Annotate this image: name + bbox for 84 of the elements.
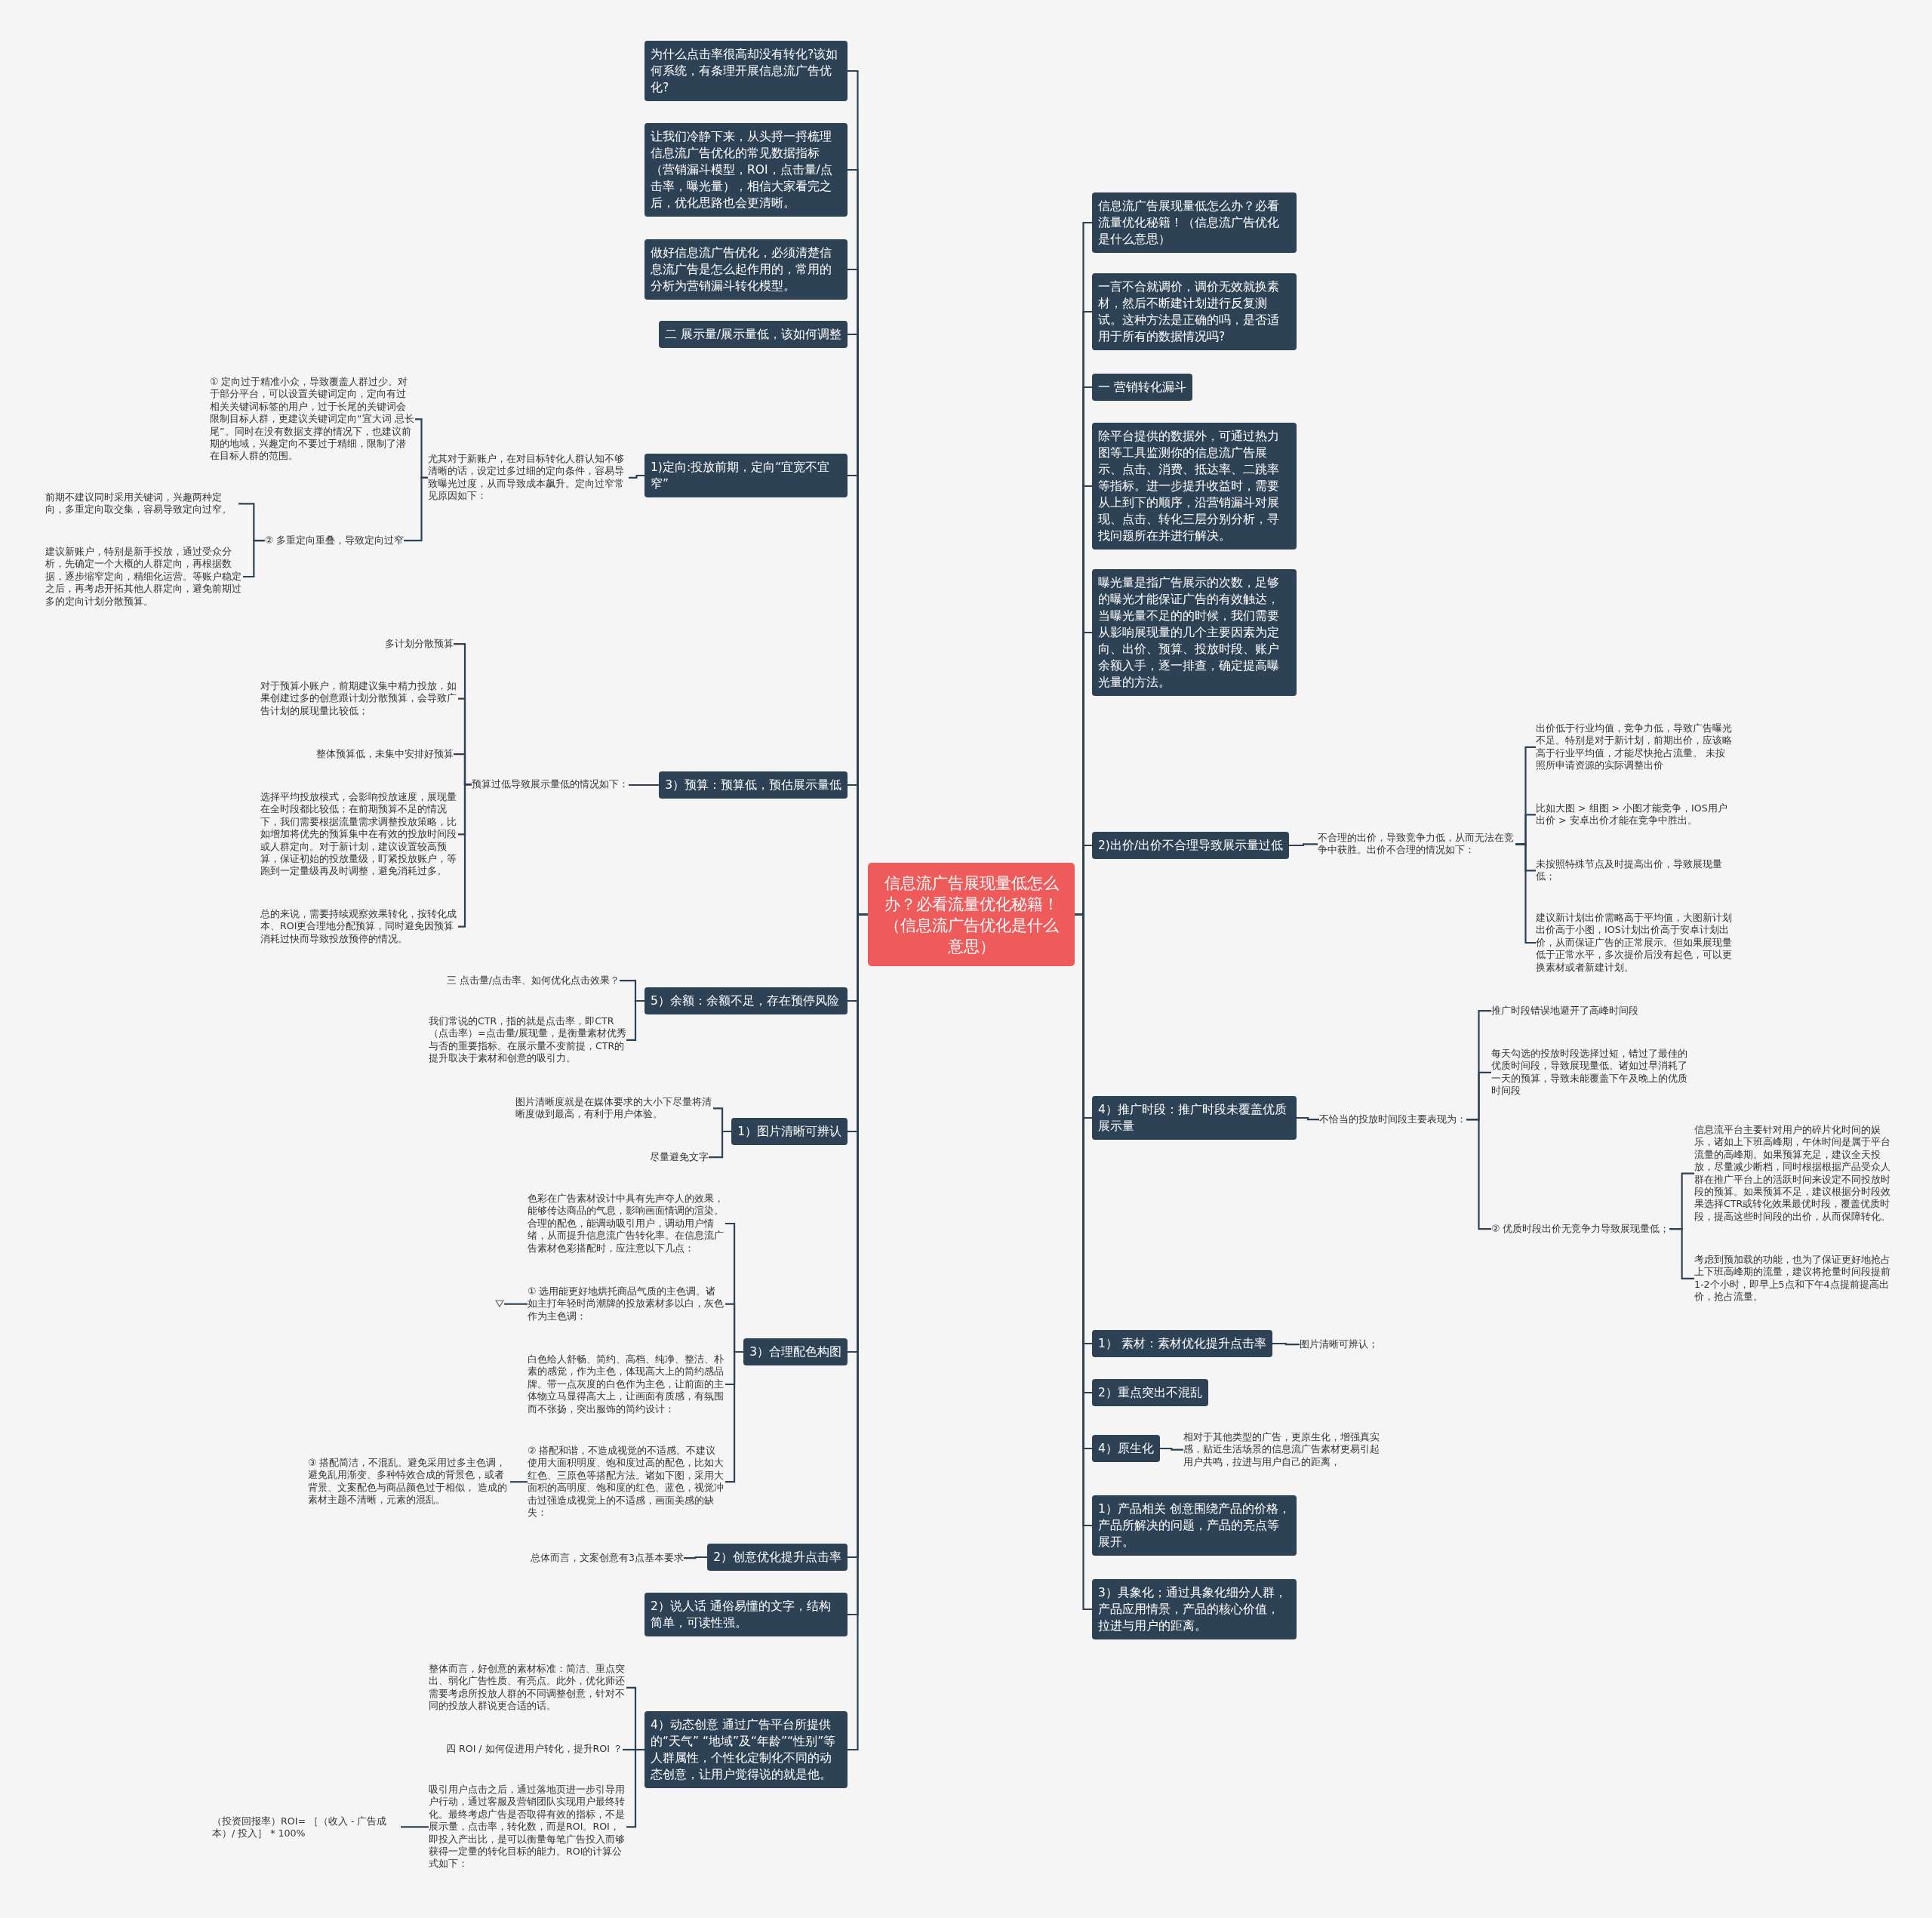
- topic-box: 一 营销转化漏斗: [1092, 374, 1192, 401]
- connector-line: [1297, 1116, 1319, 1121]
- note-text: ① 定向过于精准小众，导致覆盖人群过少。对于部分平台，可以设置关键词定向，定向有过相关关键词标签的用户，过于长尾的关键词会限制目标人群，更建议关键词定向“宜大词 忌长尾”。同时在没有数据支撑的情况下，也建议前期的地域，兴趣定向不要过于精细，限制了潜在目标人群的范围。: [210, 376, 415, 463]
- note-text: 尤其对于新账户，在对目标转化人群认知不够清晰的话，设定过多过细的定向条件，容易导致曝光过度，从而导致成本飙升。定向过窄常见原因如下：: [428, 453, 629, 503]
- note-text: 色彩在广告素材设计中具有先声夺人的效果，能够传达商品的气息，影响画面情调的渲染。合理的配色，能调动吸引用户，调动用户情绪，从而提升信息流广告转化率。在信息流广告素材色彩搭配时，应注意以下几点：: [528, 1193, 725, 1255]
- note-text: 比如大图 > 组图 > 小图才能竞争，IOS用户出价 > 安卓出价才能在竞争中胜出。: [1536, 802, 1734, 827]
- topic-box: 5）余额：余额不足，存在预停风险: [645, 987, 848, 1014]
- note-text: 四 ROI / 如何促进用户转化，提升ROI ？: [446, 1743, 623, 1756]
- topic-box: 3）预算：预算低，预估展示量低: [659, 771, 848, 799]
- topic-box: 除平台提供的数据外，可通过热力图等工具监测你的信息流广告展示、点击、消费、抵达率、二跳率等指标。进一步提升收益时，需要从上到下的顺序，沿营销漏斗对展现、点击、转化三层分别分析，寻找问题所在并进行解决。: [1092, 423, 1297, 550]
- topic-box: 1)定向:投放前期，定向“宜宽不宜窄”: [645, 454, 848, 497]
- note-text: 建议新计划出价需略高于平均值，大图新计划出价高于小图，IOS计划出价高于安卓计划出价，从而保证广告的正常展示。但如果展现量低于正常水平，多次提价后没有起色，可以更换素材或者新建计划。: [1536, 912, 1734, 974]
- note-text: 总体而言，文案创意有3点基本要求: [531, 1552, 684, 1565]
- note-text: 未按照特殊节点及时提高出价，导致展现量低；: [1536, 858, 1734, 883]
- note-text: 我们常说的CTR，指的就是点击率，即CTR（点击率）=点击量/展现量，是衡量素材优秀与否的重要指标。在展示量不变前提，CTR的提升取决于素材和创意的吸引力。: [429, 1015, 626, 1065]
- note-text: 图片清晰度就是在媒体要求的大小下尽量将清晰度做到最高，有利于用户体验。: [515, 1096, 713, 1121]
- topic-box: 3）具象化；通过具象化细分人群，产品应用情景，产品的核心价值，拉进与用户的距离。: [1092, 1579, 1297, 1639]
- topic-box: 2)出价/出价不合理导致展示量过低: [1092, 832, 1290, 859]
- topic-box: 1） 素材：素材优化提升点击率: [1092, 1330, 1272, 1357]
- connector-line: [1289, 843, 1318, 847]
- connector-line: [629, 784, 660, 787]
- connector-line: [629, 474, 645, 479]
- connector-line: [1515, 843, 1536, 944]
- note-text: 考虑到预加载的功能，也为了保证更好地抢占上下班高峰期的流量，建议将抢量时间段提前1-2个小时，即早上5点和下午4点提前提高出价，抢占流量。: [1694, 1254, 1892, 1304]
- connector-line: [626, 999, 645, 1041]
- note-text: 不合理的出价，导致竞争力低，从而无法在竞争中获胜。出价不合理的情况如下：: [1318, 832, 1515, 857]
- topic-box: 为什么点击率很高却没有转化?该如何系统，有条理开展信息流广告优化?: [645, 41, 848, 101]
- topic-box: 2）重点突出不混乱: [1092, 1379, 1208, 1406]
- connector-line: [458, 784, 472, 928]
- connector-line: [725, 1350, 744, 1483]
- note-text: 建议新账户，特别是新手投放，通过受众分析，先确定一个大概的人群定向，再根据数据，逐步缩窄定向，精细化运营。等账户稳定之后，再考虑开拓其他人群定向，避免前期过多的定向计划分散预算。: [45, 546, 243, 608]
- connector-line: [504, 1303, 528, 1305]
- connector-line: [401, 1826, 429, 1828]
- note-text: 信息流平台主要针对用户的碎片化时间的娱乐，诸如上下班高峰期，午休时间是属于平台流量的高峰期。如果预算充足，建议全天投放，尽量减少断档，同时根据根据产品受众人群在推广平台上的活跃时间来设定不同投放时段的预算。如果预算不足，建议根据分时段效果选择CTR或转化效果最优时段，覆盖优质时段，提高这些时间段的出价，从而保障转化。: [1694, 1124, 1892, 1224]
- connector-line: [1669, 1228, 1694, 1279]
- note-text: 白色给人舒畅、简约、高档、纯净、整洁、朴素的感觉，作为主色，体现高大上的简约感品牌。带一点灰度的白色作为主色，让前面的主体物立马显得高大上，让画面有质感，有氛围而不张扬，突出服饰的简约设计：: [528, 1353, 725, 1416]
- connector-line: [626, 1748, 645, 1828]
- topic-box: 让我们冷静下来，从头捋一捋梳理信息流广告优化的常见数据指标（营销漏斗模型，ROI，点击量/点击率，曝光量），相信大家看完之后，优化思路也会更清晰。: [645, 123, 848, 217]
- note-text: 吸引用户点击之后，通过落地页进一步引导用户行动，通过客服及营销团队实现用户最终转化。最终考虑广告是否取得有效的指标，不是展示量，点击率，转化数，而是ROI。ROI，即投入产出比，是可以衡量每笔广告投入而够获得一定量的转化目标的能力。ROI的计算公式如下：: [429, 1784, 626, 1870]
- note-text: 预算过低导致展示量低的情况如下：: [472, 778, 629, 791]
- connector-line: [1272, 1342, 1300, 1346]
- note-text: （投资回报率）ROI= ［（收入 - 广告成本）/ 投入］ * 100%: [212, 1815, 401, 1840]
- note-text: 三 点击量/点击率、如何优化点击效果？: [446, 974, 620, 987]
- central-topic: 信息流广告展现量低怎么办？必看流量优化秘籍！（信息流广告优化是什么意思）: [868, 863, 1075, 966]
- topic-box: 信息流广告展现量低怎么办？必看流量优化秘籍！（信息流广告优化是什么意思）: [1092, 192, 1297, 253]
- topic-box: 2）创意优化提升点击率: [707, 1544, 848, 1571]
- topic-box: 一言不合就调价，调价无效就换素材，然后不断建计划进行反复测试。这种方法是正确的吗，是否适用于所有的数据情况吗?: [1092, 273, 1297, 350]
- connector-line: [709, 1130, 732, 1159]
- note-text: ③ 搭配简洁，不混乱。避免采用过多主色调，避免乱用渐变、多种特效合成的背景色，或者背景、文案配色与商品颜色过于相似， 造成的素材主题不清晰，元素的混乱。: [308, 1457, 510, 1507]
- note-text: ① 选用能更好地烘托商品气质的主色调。诸如主打年轻时尚潮牌的投放素材多以白，灰色作为主色调：: [528, 1285, 725, 1323]
- note-text: 整体预算低，未集中安排好预算: [316, 748, 454, 761]
- note-text: 相对于其他类型的广告，更原生化，增强真实感，贴近生活场景的信息流广告素材更易引起用户共鸣，拉进与用户自己的距离，: [1183, 1431, 1381, 1469]
- topic-box: 3）合理配色构图: [743, 1338, 848, 1365]
- topic-box: 2）说人话 通俗易懂的文字，结构简单，可读性强。: [645, 1593, 848, 1636]
- connector-line: [404, 476, 428, 542]
- note-text: 整体而言，好创意的素材标准：简洁、重点突出、弱化广告性质、有亮点。此外，优化师还需要考虑所投放人群的不同调整创意，针对不同的投放人群说更合适的话。: [429, 1663, 626, 1713]
- note-text: 出价低于行业均值，竞争力低，导致广告曝光不足。特别是对于新计划，前期出价，应该略高于行业平均值，才能尽快抢占流量。 未按照所申请资源的实际调整出价: [1536, 722, 1734, 772]
- topic-box: 做好信息流广告优化，必须清楚信息流广告是怎么起作用的，常用的分析为营销漏斗转化模型。: [645, 239, 848, 300]
- note-text: 每天勾选的投放时段选择过短，错过了最佳的优质时间段，导致展现量低。诸如过早消耗了一天的预算，导致未能覆盖下午及晚上的优质时间段: [1491, 1048, 1689, 1098]
- topic-box: 1）图片清晰可辨认: [731, 1118, 848, 1145]
- note-text: 多计划分散预算: [385, 638, 454, 651]
- topic-box: 1）产品相关 创意围绕产品的价格，产品所解决的问题，产品的亮点等展开。: [1092, 1495, 1297, 1556]
- triangle-icon: [495, 1299, 504, 1308]
- note-text: 前期不建议同时采用关键词，兴趣两种定向，多重定向取交集，容易导致定向过窄。: [45, 491, 238, 516]
- note-text: 对于预算小账户，前期建议集中精力投放，如果创建过多的创意跟计划分散预算，会导致广告计划的展现量比较低；: [260, 680, 458, 718]
- topic-box: 曝光量是指广告展示的次数，足够的曝光才能保证广告的有效触达，当曝光量不足的的时候，我们需要从影响展现量的几个主要因素为定向、出价、预算、投放时段、账户余额入手，逐一排查，确定提高曝光量的方法。: [1092, 569, 1297, 696]
- connector-line: [1466, 1119, 1491, 1230]
- connector-line: [243, 540, 265, 578]
- note-text: 推广时段错误地避开了高峰时间段: [1491, 1005, 1638, 1017]
- topic-box: 4）原生化: [1092, 1435, 1160, 1462]
- note-text: ② 多重定向重叠，导致定向过窄: [264, 534, 404, 547]
- connector-line: [1159, 1447, 1183, 1451]
- note-text: ② 搭配和谐，不造成视觉的不适感。不建议使用大面积明度、饱和度过高的配色，比如大红色、三原色等搭配方法。诸如下图，采用大面积的高明度、饱和度的红色、蓝色，视觉冲击过强造成视觉上的不适感，画面美感的缺失：: [528, 1445, 725, 1519]
- topic-box: 4）动态创意 通过广告平台所提供的“天气” “地域”及“年龄”“性别”等人群属性，个性化定制化不同的动态创意，让用户觉得说的就是他。: [645, 1711, 848, 1788]
- connector-line: [510, 1481, 528, 1483]
- note-text: 图片清晰可辨认；: [1300, 1338, 1378, 1351]
- note-text: 总的来说，需要持续观察效果转化，按转化成本、ROI更合理地分配预算，同时避免因预算消耗过快而导致投放预停的情况。: [260, 908, 458, 946]
- note-text: ② 优质时段出价无竞争力导致展现量低；: [1491, 1223, 1670, 1236]
- connector-line: [684, 1556, 708, 1559]
- note-text: 选择平均投放模式，会影响投放速度，展现量在全时段都比较低；在前期预算不足的情况下，我们需要根据流量需求调整投放策略，比如增加将优先的预算集中在有效的投放时间段或人群定向。对于新计划，建议设置较高预算，保证初始的投放量级，盯紧投放账户，等跑到一定量级再及时调整，避免消耗过多。: [260, 791, 458, 878]
- topic-box: 4）推广时段：推广时段未覆盖优质展示量: [1092, 1096, 1297, 1140]
- topic-box: 二 展示量/展示量低，该如何调整: [658, 321, 848, 348]
- note-text: 尽量避免文字: [650, 1151, 709, 1164]
- note-text: 不恰当的投放时间段主要表现为：: [1319, 1113, 1466, 1126]
